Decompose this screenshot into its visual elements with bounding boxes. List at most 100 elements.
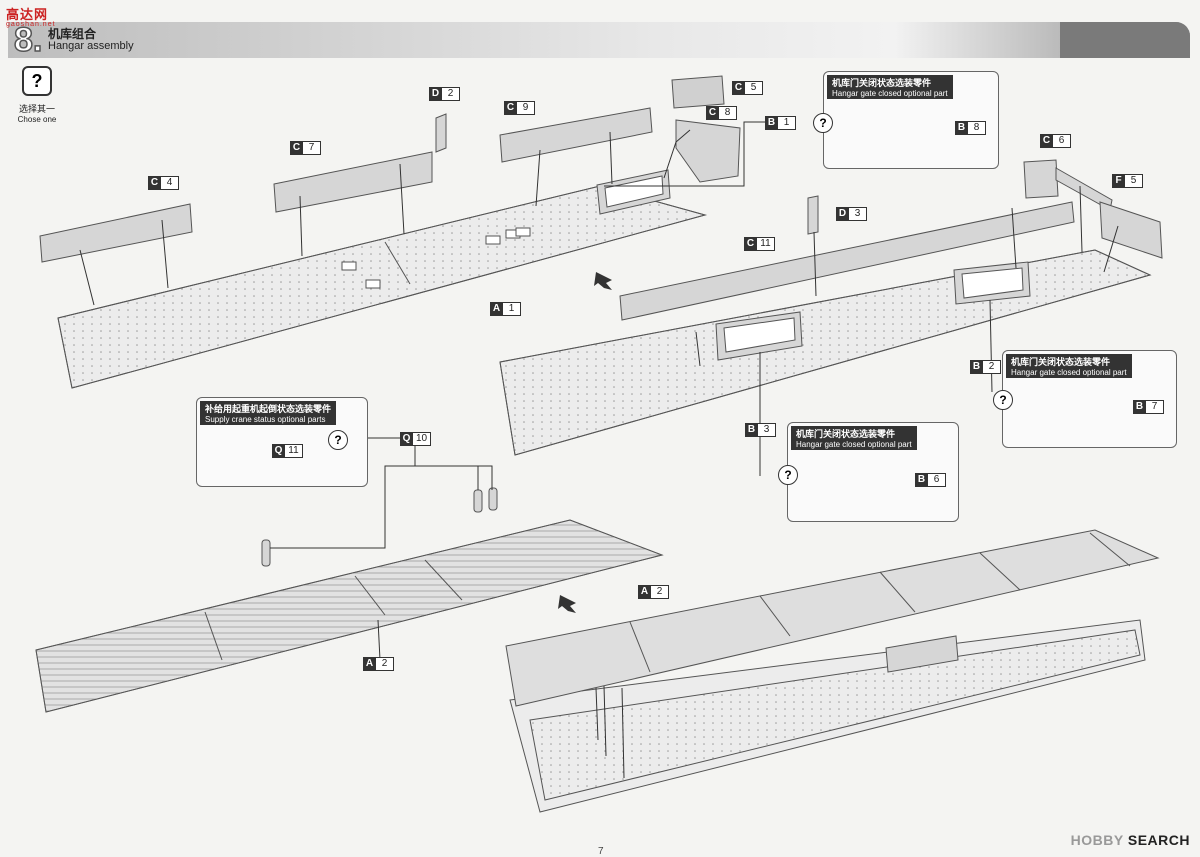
label-d3-letter: D bbox=[836, 207, 849, 221]
label-d2-number: 2 bbox=[442, 87, 460, 101]
direction-arrow-2 bbox=[558, 595, 576, 613]
choice-icon-q10: ? bbox=[328, 430, 348, 450]
label-c6-number: 6 bbox=[1053, 134, 1071, 148]
label-a2-left-letter: A bbox=[363, 657, 376, 671]
step-number: 8. bbox=[13, 20, 43, 60]
part-d2 bbox=[435, 113, 447, 153]
part-c7 bbox=[273, 151, 433, 213]
step-header-accent bbox=[1060, 22, 1190, 58]
choose-one-legend: ? 选择其一 Chose one bbox=[12, 66, 62, 124]
part-crane-1 bbox=[261, 539, 271, 567]
label-c6-letter: C bbox=[1040, 134, 1053, 148]
part-f5 bbox=[1099, 201, 1163, 259]
label-a1-letter: A bbox=[490, 302, 503, 316]
label-c9-letter: C bbox=[504, 101, 517, 115]
label-b3-number: 3 bbox=[758, 423, 776, 437]
choice-icon-b2: ? bbox=[993, 390, 1013, 410]
part-crane-3 bbox=[488, 487, 498, 511]
label-c5-number: 5 bbox=[745, 81, 763, 95]
part-c11 bbox=[619, 201, 1075, 321]
note-crane-cn: 补给用起重机起倒状态选装零件 bbox=[205, 404, 332, 414]
label-q11-letter: Q bbox=[272, 444, 285, 458]
label-c8-number: 8 bbox=[719, 106, 737, 120]
label-q10-number: 10 bbox=[413, 432, 432, 446]
note-gate-b8-en: Hangar gate closed optional part bbox=[832, 89, 948, 98]
label-q10-letter: Q bbox=[400, 432, 413, 446]
hobbysearch-watermark: HOBBY SEARCH bbox=[1071, 832, 1190, 848]
note-gate-b6-en: Hangar gate closed optional part bbox=[796, 440, 912, 449]
label-b8-letter: B bbox=[955, 121, 968, 135]
label-b8-number: 8 bbox=[968, 121, 986, 135]
label-b2-number: 2 bbox=[983, 360, 1001, 374]
label-a1-number: 1 bbox=[503, 302, 521, 316]
label-f5-letter: F bbox=[1112, 174, 1125, 188]
label-a2-right-number: 2 bbox=[651, 585, 669, 599]
label-a2-left-number: 2 bbox=[376, 657, 394, 671]
deck-a2-final bbox=[505, 529, 1160, 707]
page-number: 7 bbox=[598, 846, 604, 857]
label-c8-letter: C bbox=[706, 106, 719, 120]
choose-one-en: Chose one bbox=[17, 115, 57, 124]
note-gate-b6-cn: 机库门关闭状态选装零件 bbox=[796, 429, 896, 439]
watermark-text: 高达网 bbox=[6, 7, 49, 22]
label-d3-number: 3 bbox=[849, 207, 867, 221]
part-c8 bbox=[675, 119, 741, 183]
label-c5-letter: C bbox=[732, 81, 745, 95]
label-c9-number: 9 bbox=[517, 101, 535, 115]
choice-icon-b1: ? bbox=[813, 113, 833, 133]
label-c4-letter: C bbox=[148, 176, 161, 190]
label-b7-letter: B bbox=[1133, 400, 1146, 414]
label-b7-number: 7 bbox=[1146, 400, 1164, 414]
note-gate-b7-en: Hangar gate closed optional part bbox=[1011, 368, 1127, 377]
label-b1-number: 1 bbox=[778, 116, 796, 130]
note-crane-en: Supply crane status optional parts bbox=[205, 415, 326, 424]
part-c4 bbox=[39, 203, 193, 263]
label-b2-letter: B bbox=[970, 360, 983, 374]
label-c11-letter: C bbox=[744, 237, 757, 251]
part-d3 bbox=[807, 195, 819, 235]
label-q11-number: 11 bbox=[285, 444, 303, 458]
step-title-en: Hangar assembly bbox=[48, 40, 134, 52]
question-icon: ? bbox=[22, 66, 52, 96]
watermark-brand2: SEARCH bbox=[1127, 832, 1190, 848]
part-c6 bbox=[1023, 159, 1059, 199]
label-b3-letter: B bbox=[745, 423, 758, 437]
label-b6-number: 6 bbox=[928, 473, 946, 487]
step-header-bar bbox=[8, 22, 1190, 58]
part-crane-2 bbox=[473, 489, 483, 513]
watermark-brand: HOBBY bbox=[1070, 832, 1124, 848]
label-d2-letter: D bbox=[429, 87, 442, 101]
part-c5 bbox=[671, 75, 725, 109]
gate-frame-final bbox=[885, 635, 959, 673]
step-title-cn: 机库组合 bbox=[48, 27, 97, 41]
watermark-sub: gaoshan.net bbox=[6, 21, 56, 28]
label-c4-number: 4 bbox=[161, 176, 179, 190]
label-c7-number: 7 bbox=[303, 141, 321, 155]
label-b1-letter: B bbox=[765, 116, 778, 130]
